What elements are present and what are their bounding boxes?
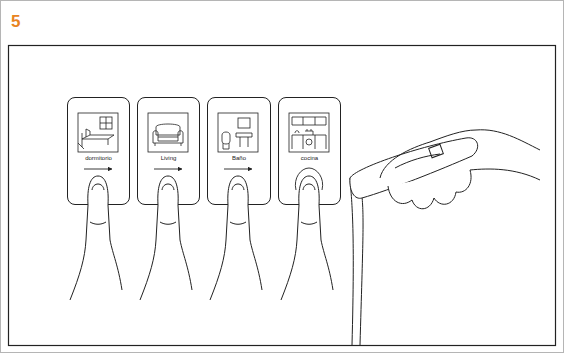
bedroom-icon	[78, 113, 118, 152]
window	[100, 117, 112, 129]
tap-arc	[295, 168, 322, 190]
sofa-back	[156, 124, 180, 135]
counter	[292, 135, 326, 149]
pots	[295, 129, 313, 135]
sink	[236, 133, 252, 147]
finger-outline	[210, 176, 262, 300]
tap-finger	[281, 168, 333, 300]
swipe-arrow	[84, 169, 112, 170]
icon-frame	[218, 113, 258, 152]
swipe-finger	[210, 169, 262, 300]
thumb	[395, 154, 440, 168]
room-label: dormitorio	[68, 155, 129, 162]
toilet	[222, 132, 230, 149]
finger-outline	[140, 176, 192, 300]
room-label: cocina	[279, 155, 340, 162]
kitchen-icon	[289, 113, 329, 152]
hand-back	[380, 130, 540, 180]
cane-right	[360, 196, 363, 345]
finger-fill	[70, 176, 122, 300]
icon-frame	[289, 113, 329, 152]
swipe-finger	[70, 169, 122, 300]
step-number: 5	[11, 12, 20, 32]
floor-line	[78, 143, 84, 149]
hand-with-cane	[350, 130, 540, 345]
icon-frame	[148, 113, 188, 152]
finger-fill	[140, 176, 192, 300]
finger-outline	[281, 176, 333, 300]
fingers	[70, 168, 333, 300]
swipe-finger	[140, 169, 192, 300]
living-icon	[148, 113, 188, 152]
finger-fill	[281, 176, 333, 300]
wall-cabinets	[292, 117, 326, 125]
window-bars	[100, 117, 112, 129]
bed	[82, 129, 114, 147]
panel-frame	[9, 46, 556, 346]
oven-knob	[306, 139, 312, 145]
mirror	[238, 118, 250, 128]
room-label: Baño	[208, 155, 270, 162]
room-label: Living	[138, 155, 199, 162]
gripping-fingers	[388, 170, 471, 209]
icon-frame	[78, 113, 118, 152]
finger-fill	[210, 176, 262, 300]
swipe-arrow	[154, 169, 182, 170]
bathroom-icon	[218, 113, 258, 152]
cane-left	[350, 178, 353, 345]
swipe-arrow	[224, 169, 252, 170]
finger-outline	[70, 176, 122, 300]
sofa-seat	[155, 137, 181, 146]
